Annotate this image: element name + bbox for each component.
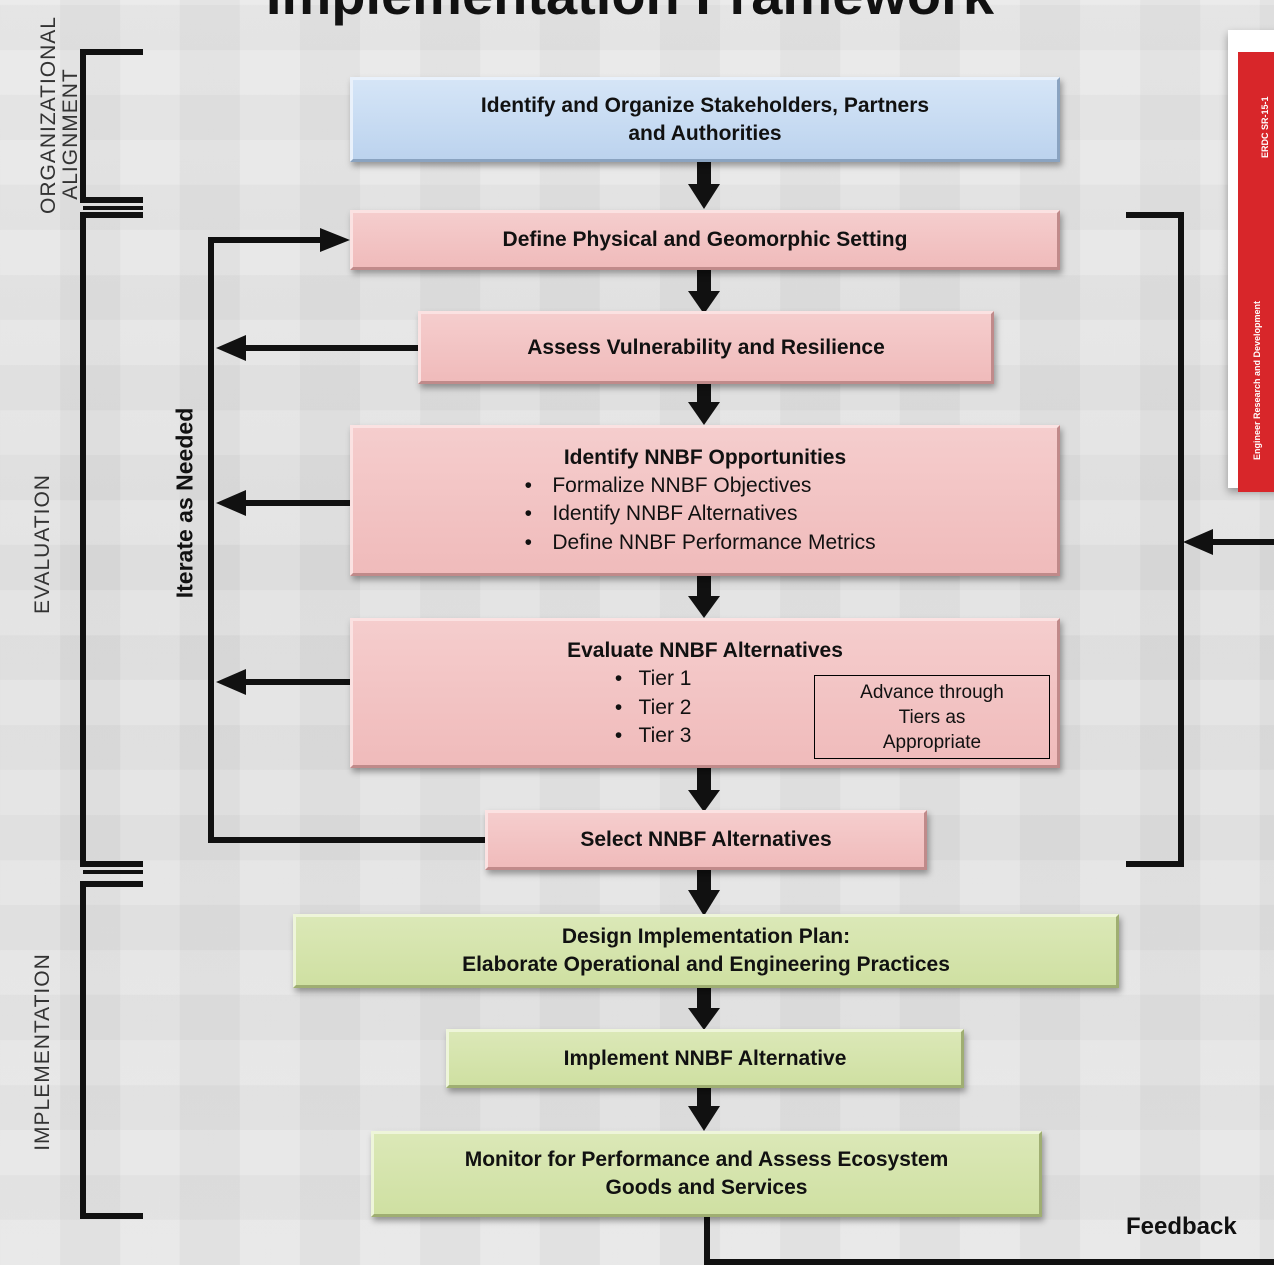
step-vulnerability: Assess Vulnerability and Resilience (418, 311, 994, 384)
report-cover-code: ERDC SR-15-1 (1260, 96, 1270, 158)
step-design-line1: Design Implementation Plan: (561, 925, 851, 948)
list-item: •Identify NNBF Alternatives (524, 502, 798, 526)
list-item: •Tier 3 (614, 724, 692, 747)
opportunities-bullet-list: •Formalize NNBF Objectives •Identify NNB… (504, 472, 876, 558)
step-implement: Implement NNBF Alternative (446, 1029, 964, 1088)
step-select-label: Select NNBF Alternatives (580, 828, 832, 851)
tiers-note-line3: Appropriate (882, 731, 982, 753)
step-opportunities: Identify NNBF Opportunities •Formalize N… (350, 425, 1060, 576)
feedback-line (704, 1217, 1274, 1265)
report-cover-thumbnail: ERDC SR-15-1 Engineer Research and Devel… (1228, 30, 1274, 492)
step-stakeholders-line2: and Authorities (628, 121, 782, 145)
list-item: •Tier 2 (614, 695, 692, 719)
bracket-evaluation-right (1126, 212, 1184, 867)
step-select: Select NNBF Alternatives (485, 810, 927, 870)
iterate-label: Iterate as Needed (171, 407, 198, 599)
report-cover-band (1238, 52, 1274, 492)
bracket-implementation (80, 881, 143, 1219)
arrowhead-evaluate-left (216, 669, 246, 695)
phase-label-organizational: ORGANIZATIONAL ALIGNMENT (37, 16, 82, 214)
step-design: Design Implementation Plan: Elaborate Op… (293, 914, 1119, 988)
step-stakeholders-line1: Identify and Organize Stakeholders, Part… (480, 93, 930, 117)
page-title: Implementation Framework (190, 0, 1070, 27)
iterate-line (208, 237, 485, 843)
step-evaluate: Evaluate NNBF Alternatives •Tier 1 •Tier… (350, 618, 1060, 768)
step-stakeholders: Identify and Organize Stakeholders, Part… (350, 77, 1060, 162)
step-design-line2: Elaborate Operational and Engineering Pr… (462, 953, 950, 976)
report-cover-publisher: Engineer Research and Development (1252, 300, 1262, 460)
tiers-note-line1: Advance through (860, 681, 1004, 703)
step-monitor-line1: Monitor for Performance and Assess Ecosy… (464, 1148, 949, 1171)
list-item: •Formalize NNBF Objectives (524, 473, 812, 497)
evaluate-bullet-list: •Tier 1 •Tier 2 •Tier 3 (599, 665, 692, 751)
phase-label-evaluation: EVALUATION (31, 474, 54, 614)
bracket-evaluation (80, 212, 143, 867)
tiers-note: Advance through Tiers as Appropriate (814, 675, 1050, 759)
step-opportunities-heading: Identify NNBF Opportunities (563, 445, 847, 469)
step-vulnerability-label: Assess Vulnerability and Resilience (527, 335, 885, 359)
step-monitor-line2: Goods and Services (605, 1176, 808, 1199)
list-item: •Define NNBF Performance Metrics (524, 530, 876, 554)
step-implement-label: Implement NNBF Alternative (563, 1046, 847, 1070)
phase-label-implementation: IMPLEMENTATION (31, 953, 54, 1151)
step-setting: Define Physical and Geomorphic Setting (350, 210, 1060, 270)
step-setting-label: Define Physical and Geomorphic Setting (502, 228, 908, 251)
feedback-label: Feedback (1126, 1213, 1237, 1240)
flow-arrows (688, 162, 720, 1131)
step-evaluate-heading: Evaluate NNBF Alternatives (567, 639, 843, 662)
step-monitor: Monitor for Performance and Assess Ecosy… (371, 1131, 1042, 1217)
list-item: •Tier 1 (614, 667, 692, 690)
arrowhead-feedback (1183, 529, 1213, 555)
arrowhead-vulnerability-left (216, 335, 246, 361)
tiers-note-line2: Tiers as (898, 706, 966, 728)
arrowhead-opportunities-left (216, 490, 246, 516)
arrowhead-setting (320, 228, 350, 252)
bracket-organizational (80, 49, 143, 203)
